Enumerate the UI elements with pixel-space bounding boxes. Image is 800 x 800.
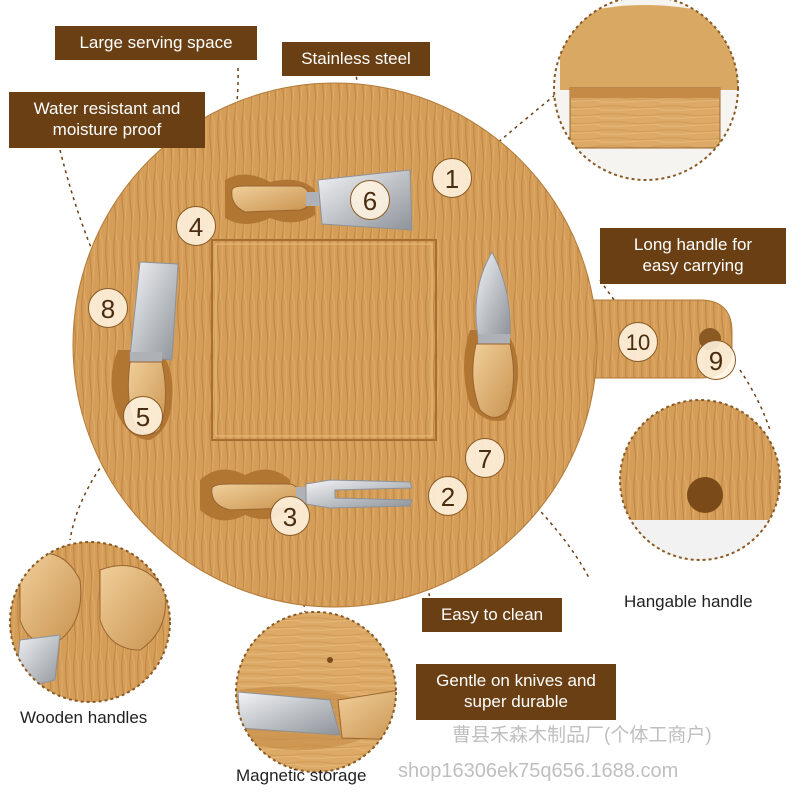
marker-9: 9 — [696, 340, 736, 380]
marker-4: 4 — [176, 206, 216, 246]
label-stainless-steel: Stainless steel — [282, 42, 430, 76]
marker-5: 5 — [123, 396, 163, 436]
label-easy-to-clean: Easy to clean — [422, 598, 562, 632]
detail-magnetic-storage-closeup — [235, 611, 397, 773]
marker-7: 7 — [465, 438, 505, 478]
marker-6: 6 — [350, 180, 390, 220]
detail-wooden-handles-closeup — [9, 541, 171, 703]
label-magnetic-storage: Magnetic storage — [236, 766, 367, 785]
tool-pointed-knife — [472, 250, 515, 418]
marker-10: 10 — [618, 322, 658, 362]
serving-tray-recess — [211, 239, 437, 441]
detail-edge-closeup — [553, 0, 739, 181]
detail-hang-hole-closeup — [619, 399, 781, 561]
label-gentle-on-knives: Gentle on knives and super durable — [416, 664, 616, 720]
watermark-company: 曹县禾森木制品厂(个体工商户) — [452, 725, 712, 746]
watermark-shop-url: shop16306ek75q656.1688.com — [398, 760, 679, 782]
marker-8: 8 — [88, 288, 128, 328]
label-water-resistant: Water resistant and moisture proof — [9, 92, 205, 148]
label-large-serving-space: Large serving space — [55, 26, 257, 60]
marker-1: 1 — [432, 158, 472, 198]
label-wooden-handles: Wooden handles — [20, 708, 148, 727]
label-hangable-handle: Hangable handle — [624, 592, 753, 611]
marker-3: 3 — [270, 496, 310, 536]
label-long-handle: Long handle for easy carrying — [600, 228, 786, 284]
marker-2: 2 — [428, 476, 468, 516]
